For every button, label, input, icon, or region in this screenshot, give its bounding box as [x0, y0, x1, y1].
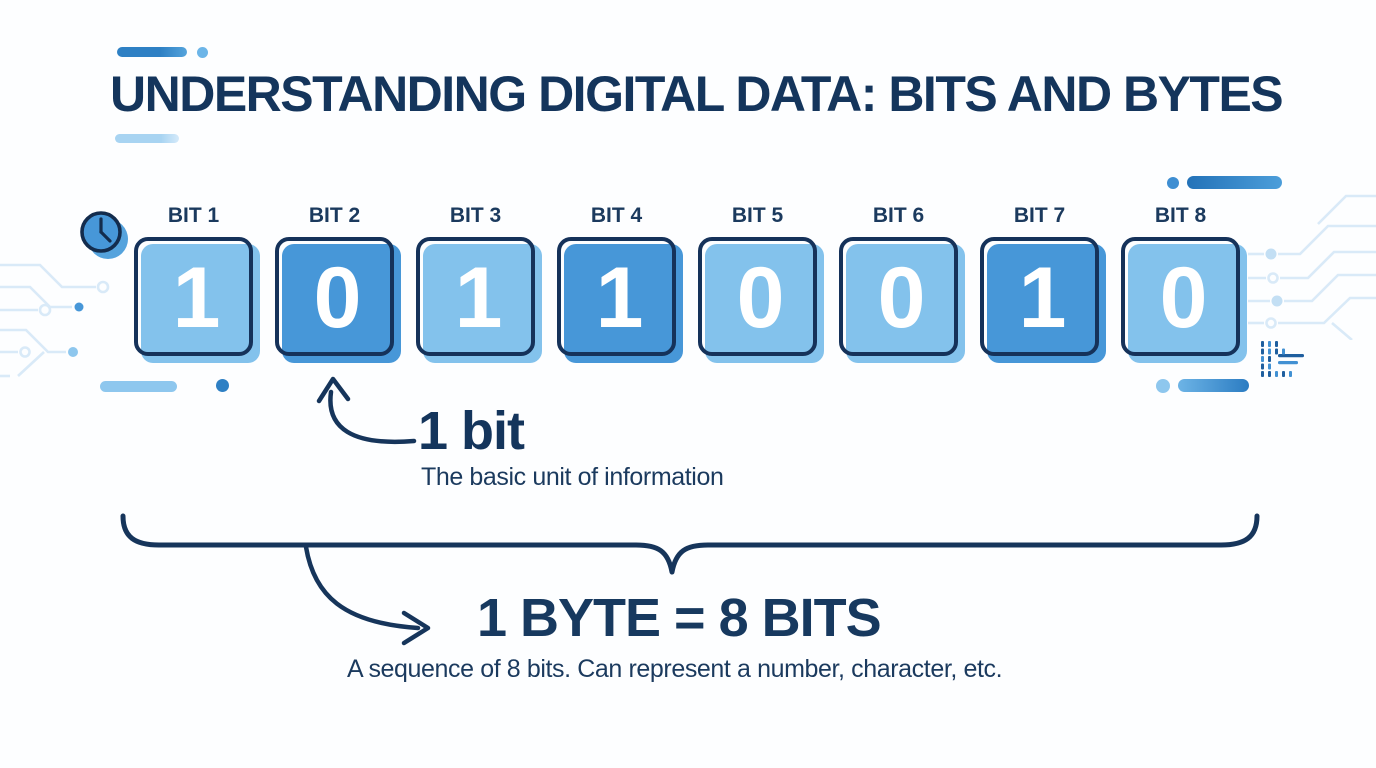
byte-callout-heading: 1 BYTE = 8 BITS [477, 588, 882, 648]
bit-frame [839, 237, 958, 356]
bit-value: 1 [454, 250, 503, 346]
bit-value: 0 [877, 250, 926, 346]
bit-box-5: BIT 5 0 [698, 204, 824, 363]
bit-frame [275, 237, 394, 356]
circuit-pattern-left [0, 263, 110, 378]
bit-arrow [316, 376, 417, 445]
bit-row: BIT 1 1 BIT 2 0 BIT 3 1 BIT 4 1 BIT 5 [134, 204, 1247, 363]
bit-frame [1121, 237, 1240, 356]
bit-value: 0 [1159, 250, 1208, 346]
byte-arrow [303, 544, 431, 646]
accent-bar [100, 381, 177, 392]
bit-box-7: BIT 7 1 [980, 204, 1106, 363]
byte-brace [120, 513, 1260, 575]
bit-box-1: BIT 1 1 [134, 204, 260, 363]
bit-label: BIT 1 [167, 204, 220, 227]
bit-box-4: BIT 4 1 [557, 204, 683, 363]
bit-label: BIT 8 [1154, 204, 1207, 227]
byte-callout-description: A sequence of 8 bits. Can represent a nu… [347, 655, 1003, 683]
bit-label: BIT 4 [590, 204, 643, 227]
bit-frame [134, 237, 253, 356]
bit-label: BIT 6 [872, 204, 925, 227]
bit-label: BIT 5 [731, 204, 784, 227]
bit-frame [416, 237, 535, 356]
bit-frame [698, 237, 817, 356]
accent-dot [1156, 379, 1170, 393]
bit-box-6: BIT 6 0 [839, 204, 965, 363]
circuit-pattern-right [1248, 194, 1376, 340]
accent-dot [1167, 177, 1179, 189]
bit-label: BIT 7 [1013, 204, 1066, 227]
accent-dot [216, 379, 229, 392]
bit-value: 1 [172, 250, 221, 346]
bit-label: BIT 2 [308, 204, 361, 227]
accent-bar [1187, 176, 1282, 189]
bit-value: 0 [736, 250, 785, 346]
bit-frame [980, 237, 1099, 356]
bit-callout-heading: 1 bit [418, 401, 525, 461]
bit-box-2: BIT 2 0 [275, 204, 401, 363]
bit-callout-description: The basic unit of information [421, 463, 724, 491]
dot-matrix-pattern [1261, 341, 1304, 377]
bit-label: BIT 3 [449, 204, 502, 227]
clock-icon [80, 211, 128, 259]
bit-box-3: BIT 3 1 [416, 204, 542, 363]
bit-box-8: BIT 8 0 [1121, 204, 1247, 363]
bit-value: 0 [313, 250, 362, 346]
page-title: UNDERSTANDING DIGITAL DATA: BITS AND BYT… [110, 66, 1284, 122]
accent-bar [1178, 379, 1249, 392]
bit-frame [557, 237, 676, 356]
title-underline-bar [115, 134, 179, 143]
accent-bar [117, 47, 187, 57]
bit-value: 1 [1018, 250, 1067, 346]
accent-dot [197, 47, 208, 58]
bit-value: 1 [595, 250, 644, 346]
